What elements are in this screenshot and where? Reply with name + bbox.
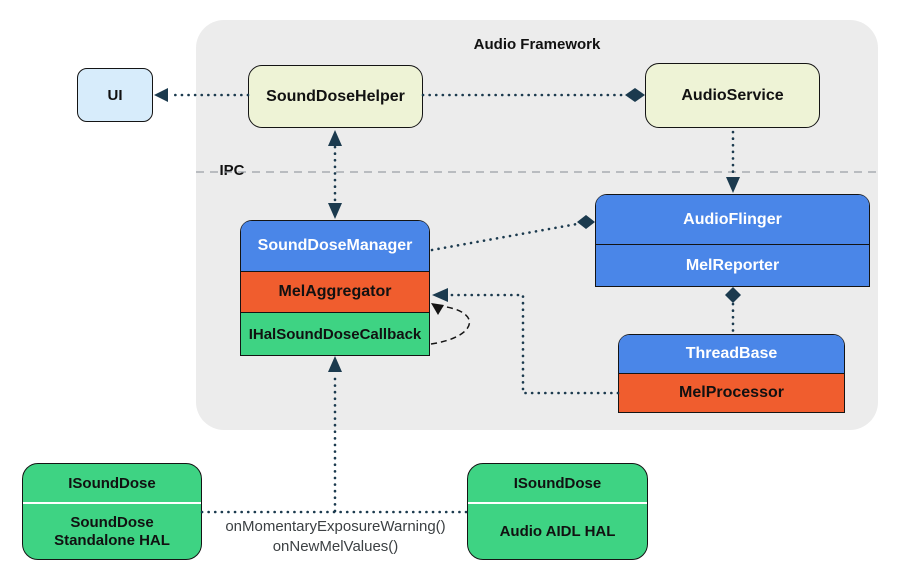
node-mel-processor: MelProcessor <box>619 373 844 412</box>
node-audio-service: AudioService <box>645 63 820 128</box>
node-aidl-hal-body: Audio AIDL HAL <box>468 504 647 559</box>
node-mel-reporter: MelReporter <box>596 244 869 286</box>
node-standalone-hal-body: SoundDose Standalone HAL <box>23 504 201 559</box>
node-ui-label: UI <box>107 86 123 104</box>
node-sound-dose-standalone-hal: ISoundDose SoundDose Standalone HAL <box>22 463 202 560</box>
node-standalone-hal-interface: ISoundDose <box>23 464 201 504</box>
node-mel-aggregator: MelAggregator <box>241 271 429 312</box>
node-mel-reporter-label: MelReporter <box>685 256 780 274</box>
callback-method-labels: onMomentaryExposureWarning() onNewMelVal… <box>208 517 463 557</box>
node-mel-processor-label: MelProcessor <box>679 384 784 401</box>
callback-new-mel-values-label: onNewMelValues() <box>272 538 399 555</box>
node-mel-aggregator-label: MelAggregator <box>278 283 392 300</box>
node-aidl-hal-label: Audio AIDL HAL <box>499 522 616 540</box>
node-audio-flinger: AudioFlinger <box>596 195 869 244</box>
node-standalone-hal-label-line1: SoundDose <box>70 513 154 531</box>
node-sound-dose-manager-stack: SoundDoseManager MelAggregator IHalSound… <box>240 220 430 356</box>
node-aidl-hal-interface: ISoundDose <box>468 464 647 504</box>
node-standalone-hal-interface-label: ISoundDose <box>68 474 156 492</box>
node-ihal-sound-dose-callback-label: IHalSoundDoseCallback <box>248 325 422 343</box>
node-aidl-hal-interface-label: ISoundDose <box>513 474 602 492</box>
node-audio-service-label: AudioService <box>681 86 784 104</box>
node-sound-dose-manager: SoundDoseManager <box>241 221 429 271</box>
node-thread-base-label: ThreadBase <box>685 345 778 362</box>
node-sound-dose-manager-label: SoundDoseManager <box>257 237 413 254</box>
node-sound-dose-helper-label: SoundDoseHelper <box>266 87 405 105</box>
callback-momentary-exposure-label: onMomentaryExposureWarning() <box>225 518 446 535</box>
arrowhead-to-ui <box>154 88 168 102</box>
node-standalone-hal-label-line2: Standalone HAL <box>54 531 170 549</box>
node-audio-flinger-stack: AudioFlinger MelReporter <box>595 194 870 287</box>
node-audio-aidl-hal: ISoundDose Audio AIDL HAL <box>467 463 648 560</box>
node-ihal-sound-dose-callback: IHalSoundDoseCallback <box>241 312 429 355</box>
node-thread-base-stack: ThreadBase MelProcessor <box>618 334 845 413</box>
node-sound-dose-helper: SoundDoseHelper <box>248 65 423 128</box>
node-ui: UI <box>77 68 153 122</box>
node-thread-base: ThreadBase <box>619 335 844 373</box>
node-audio-flinger-label: AudioFlinger <box>683 210 782 228</box>
